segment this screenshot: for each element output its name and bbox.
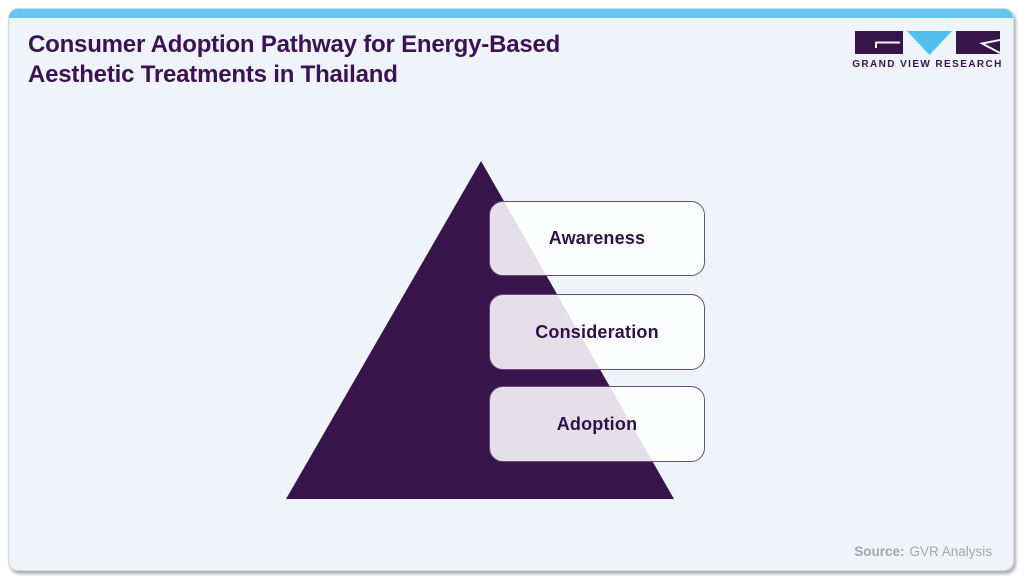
stage-label-adoption: Adoption <box>556 413 638 434</box>
logo-wordmark: GRAND VIEW RESEARCH <box>852 59 1003 70</box>
logo-r-icon <box>956 31 1001 59</box>
source-label: Source: <box>854 544 905 559</box>
stage-box-adoption: Adoption <box>489 386 705 462</box>
stage-label-consideration: Consideration <box>535 321 659 342</box>
logo-v-icon <box>907 31 952 60</box>
pyramid-triangle <box>286 161 674 499</box>
stage-box-awareness: Awareness <box>489 201 705 276</box>
grand-view-research-logo: GRAND VIEW RESEARCH <box>852 31 1003 70</box>
source-value: GVR Analysis <box>909 544 992 559</box>
logo-glyphs <box>855 31 1001 55</box>
stage-box-consideration: Consideration <box>489 294 705 370</box>
source-line: Source: GVR Analysis <box>854 544 992 559</box>
infographic-card: Consumer Adoption Pathway for Energy-Bas… <box>8 8 1014 571</box>
logo-g-icon <box>855 31 903 59</box>
pyramid-diagram: Awareness Consideration Adoption <box>9 9 1013 570</box>
page-title: Consumer Adoption Pathway for Energy-Bas… <box>28 31 561 88</box>
stage-label-awareness: Awareness <box>548 228 646 248</box>
top-accent-bar <box>9 9 1013 18</box>
